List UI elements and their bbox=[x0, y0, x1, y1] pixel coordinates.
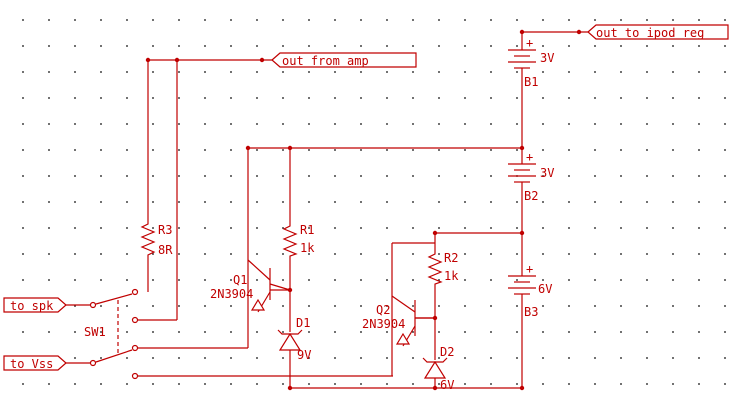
transistor-q2: Q2 2N3904 bbox=[362, 295, 435, 347]
port-label-out-from-amp: out from amp bbox=[282, 54, 369, 68]
resistor-r2-value: 1k bbox=[444, 269, 459, 283]
zener-d2: D2 6V bbox=[422, 345, 454, 392]
port-to-vss: to Vss bbox=[3, 355, 67, 371]
transistor-q1-ref: Q1 bbox=[233, 273, 247, 287]
resistor-r1: R1 1k bbox=[282, 220, 315, 258]
switch-sw1: SW1 bbox=[84, 288, 139, 380]
battery-b2-ref: B2 bbox=[524, 189, 538, 203]
port-out-to-ipod-reg: out to ipod reg bbox=[587, 24, 729, 40]
battery-b1: + 3V B1 bbox=[508, 36, 554, 89]
resistor-r3-ref: R3 bbox=[158, 223, 172, 237]
battery-b2-plus: + bbox=[526, 150, 533, 164]
battery-b3-value: 6V bbox=[538, 282, 552, 296]
battery-b2-value: 3V bbox=[540, 166, 554, 180]
switch-sw1-ref: SW1 bbox=[84, 325, 106, 339]
resistor-r2-ref: R2 bbox=[444, 251, 458, 265]
zener-d1: D1 9V bbox=[277, 316, 311, 362]
port-label-to-spk: to spk bbox=[10, 299, 54, 313]
transistor-q1: Q1 2N3904 bbox=[210, 259, 291, 313]
resistor-r3-value: 8R bbox=[158, 243, 173, 257]
battery-b1-ref: B1 bbox=[524, 75, 538, 89]
resistor-r2: R2 1k bbox=[427, 248, 459, 286]
resistor-r3: R3 8R bbox=[140, 218, 173, 258]
resistor-r1-ref: R1 bbox=[300, 223, 314, 237]
transistor-q1-part: 2N3904 bbox=[210, 287, 253, 301]
resistor-r1-value: 1k bbox=[300, 241, 315, 255]
zener-d1-value: 9V bbox=[297, 348, 311, 362]
battery-b1-plus: + bbox=[526, 36, 533, 50]
junctions bbox=[145, 29, 582, 391]
port-label-out-to-ipod-reg: out to ipod reg bbox=[596, 26, 704, 40]
battery-b2: + 3V B2 bbox=[508, 150, 554, 203]
port-out-from-amp: out from amp bbox=[271, 52, 417, 68]
battery-b3: + 6V B3 bbox=[508, 262, 552, 319]
transistor-q2-part: 2N3904 bbox=[362, 317, 405, 331]
port-label-to-vss: to Vss bbox=[10, 357, 53, 371]
battery-b3-ref: B3 bbox=[524, 305, 538, 319]
zener-d1-ref: D1 bbox=[296, 316, 310, 330]
wires bbox=[66, 31, 588, 389]
battery-b1-value: 3V bbox=[540, 51, 554, 65]
battery-b3-plus: + bbox=[526, 262, 533, 276]
port-to-spk: to spk bbox=[3, 297, 67, 313]
zener-d2-ref: D2 bbox=[440, 345, 454, 359]
transistor-q2-ref: Q2 bbox=[376, 303, 390, 317]
zener-d2-value: 6V bbox=[440, 378, 454, 392]
